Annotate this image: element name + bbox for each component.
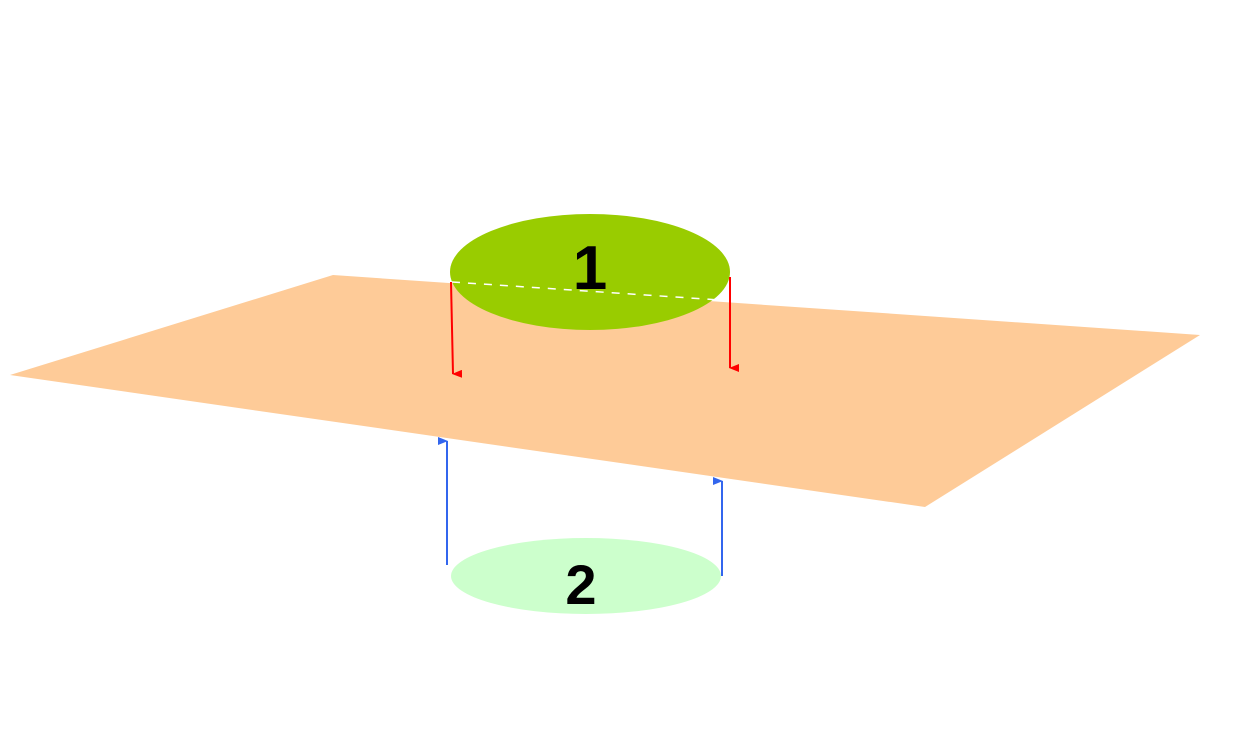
lower-ellipse-label: 2 (565, 553, 596, 616)
lower-ellipse (451, 538, 721, 614)
upper-ellipse (450, 214, 730, 330)
plane (10, 275, 1200, 507)
dashed-intersection-line (451, 281, 721, 301)
down-arrow-left (450, 281, 463, 378)
upper-ellipse-label: 1 (573, 234, 607, 303)
